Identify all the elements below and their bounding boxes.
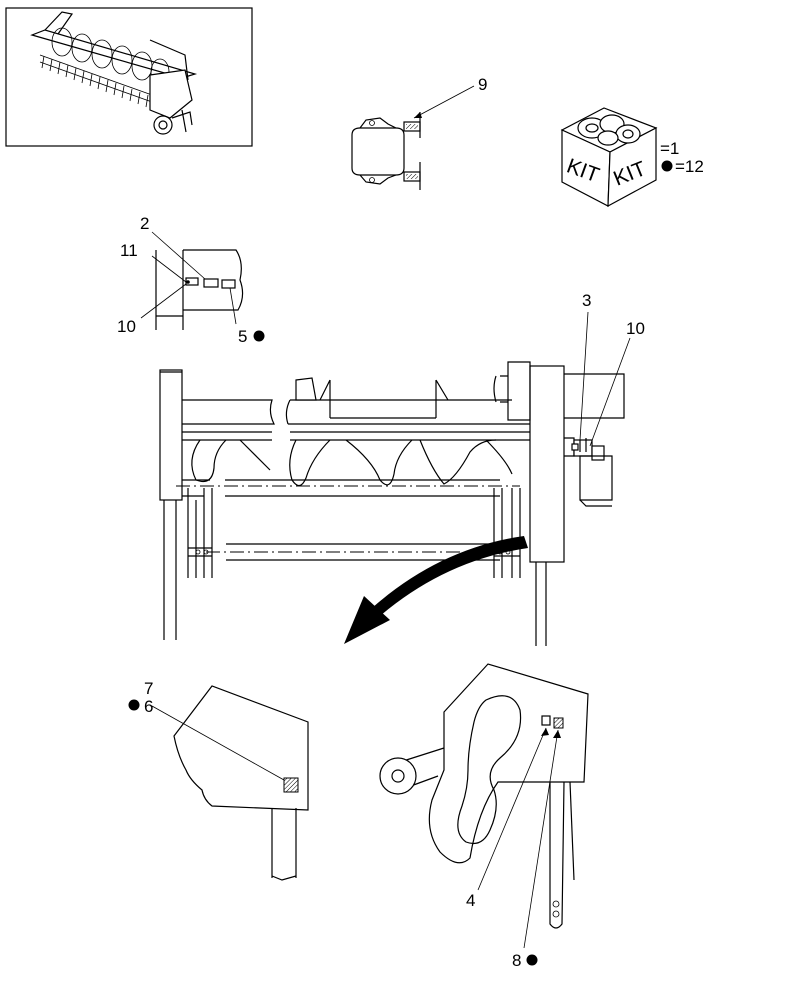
callout-6: 6	[144, 697, 153, 716]
kit-quantity: =1	[660, 139, 679, 158]
detail-decal-4-8: 4 8	[379, 663, 589, 970]
dot-quantity: =12	[675, 157, 704, 176]
callout-3: 3	[582, 291, 591, 310]
kit-legend: =1 =12	[660, 139, 704, 176]
dot-icon	[253, 330, 265, 342]
detail-decal-6-7: 7 6	[128, 679, 309, 881]
detail-decal-panel: 2 11 10 5	[117, 214, 265, 346]
callout-11: 11	[120, 241, 138, 260]
header-main-view: 3 10	[159, 291, 645, 646]
callout-7: 7	[144, 679, 153, 698]
callout-10-left: 10	[117, 317, 136, 336]
callout-9: 9	[478, 75, 487, 94]
curved-arrow-icon	[344, 536, 528, 644]
header-overview-thumbnail	[5, 7, 253, 147]
callout-8: 8	[512, 951, 521, 970]
callout-10-right: 10	[626, 319, 645, 338]
callout-4: 4	[466, 891, 475, 910]
detail-9-hitch: 9	[351, 75, 487, 190]
dot-icon	[661, 160, 673, 172]
kit-box: KIT KIT	[560, 107, 658, 208]
dot-icon	[128, 699, 140, 711]
callout-2: 2	[140, 214, 149, 233]
callout-5: 5	[238, 327, 247, 346]
dot-icon	[526, 954, 538, 966]
